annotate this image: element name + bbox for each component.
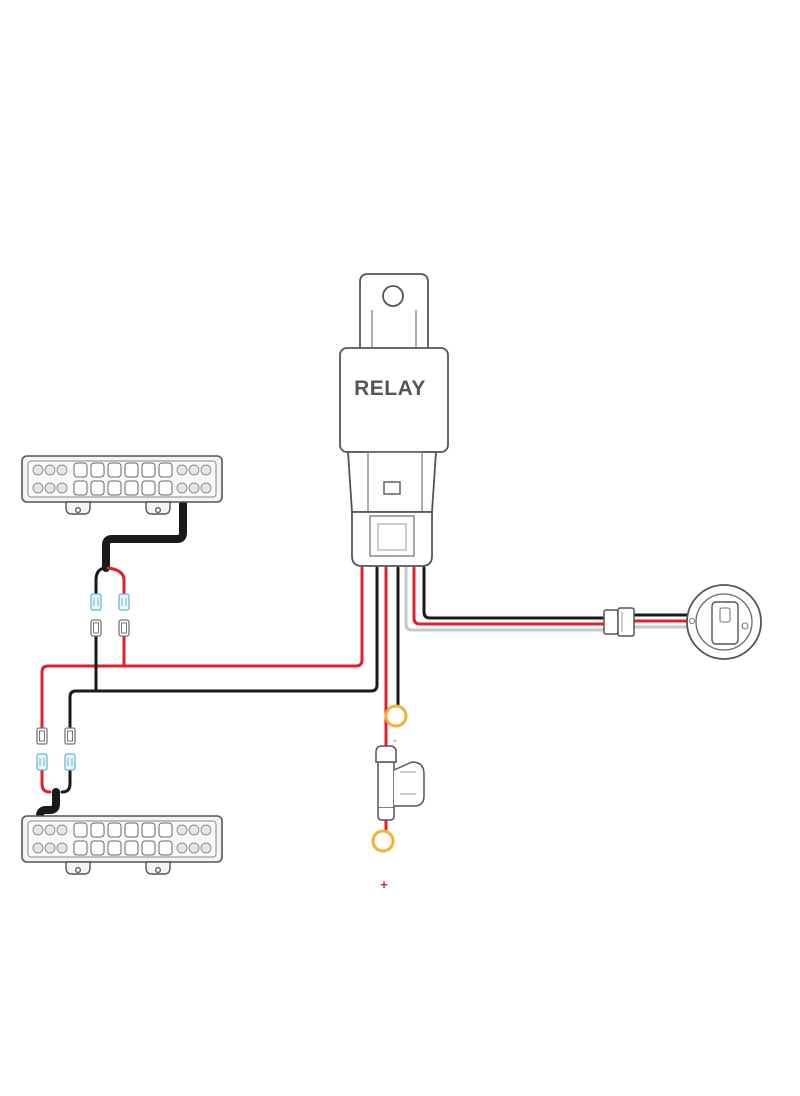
- ring-terminal-negative: [384, 704, 408, 728]
- ring-terminal-positive: [371, 829, 395, 853]
- negative-label: -: [393, 732, 397, 747]
- wire-red-relay-to-bars: [40, 566, 364, 730]
- spade-connector-icon: [90, 593, 102, 611]
- spade-connector-icon: [118, 593, 130, 611]
- wire-top-bar-harness: [102, 500, 187, 572]
- light-bar-bottom: [21, 815, 223, 875]
- spade-connector-icon: [64, 753, 76, 771]
- relay-body: [339, 347, 449, 453]
- relay-mounting-tab: [359, 273, 429, 348]
- wire-top-bar-black-lead: [94, 566, 106, 596]
- wire-black-relay-to-bars: [68, 566, 379, 730]
- connectors-top-bar: [90, 593, 130, 637]
- rocker-switch-icon: [686, 584, 762, 660]
- wire-bottom-bar-black-lead: [60, 768, 72, 794]
- spade-connector-icon: [36, 727, 48, 745]
- spade-connector-icon: [118, 619, 130, 637]
- spade-connector-icon: [64, 727, 76, 745]
- relay-connector: [351, 511, 433, 567]
- wire-top-bar-red-lead: [106, 566, 126, 596]
- ring-terminal-icon: [371, 829, 395, 853]
- connectors-bottom-bar: [36, 727, 76, 771]
- relay-label: RELAY: [354, 377, 426, 400]
- wire-red-to-switch: [412, 566, 612, 626]
- wires: [36, 500, 692, 832]
- light-bar-top: [21, 455, 223, 515]
- positive-label: +: [380, 877, 388, 892]
- fuse-holder-icon: [375, 745, 425, 821]
- spade-connector-icon: [36, 753, 48, 771]
- ring-terminal-icon: [384, 704, 408, 728]
- relay: RELAY: [339, 273, 449, 567]
- wire-bottom-bar-harness: [36, 788, 60, 826]
- wire-white-to-switch: [404, 566, 612, 632]
- switch-inline-connector: [603, 607, 635, 637]
- spade-connector-icon: [90, 619, 102, 637]
- relay-mounting-hole: [382, 285, 404, 307]
- wire-bottom-bar-red-lead: [40, 768, 52, 794]
- wire-black-to-switch: [422, 566, 612, 620]
